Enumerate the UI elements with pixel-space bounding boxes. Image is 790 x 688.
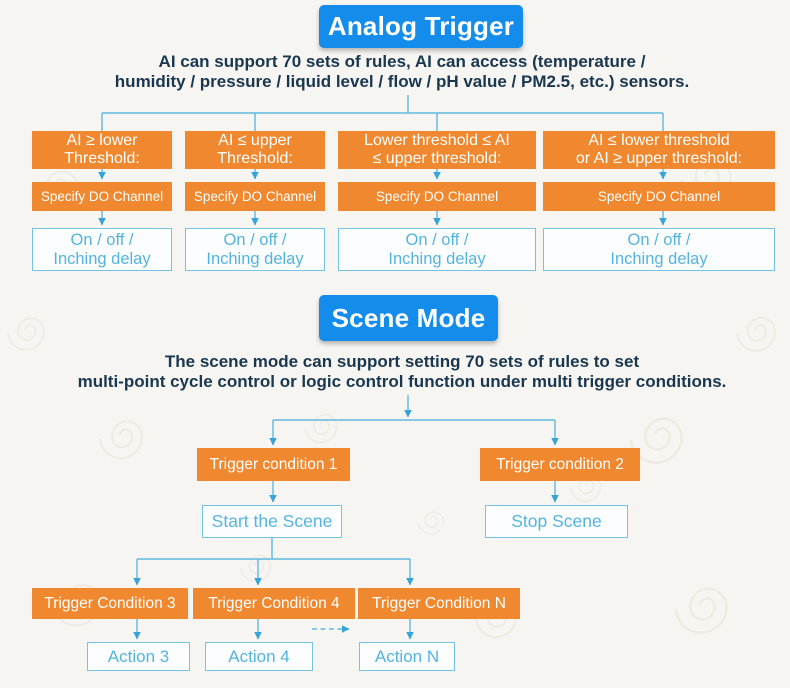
condition-1-line2: Threshold: [64,150,140,167]
trigger-condition-1-box: Trigger condition 1 [197,448,350,481]
result-2-line1: On / off / [223,230,287,249]
trigger-condition-2-box: Trigger condition 2 [480,448,640,481]
condition-3-line1: Lower threshold ≤ AI [364,132,510,149]
action-3-box: Action 3 [87,642,190,671]
condition-3-line2: ≤ upper threshold: [372,150,502,167]
analog-description-line1: AI can support 70 sets of rules, AI can … [158,52,646,71]
scene-description-line1: The scene mode can support setting 70 se… [164,352,640,371]
analog-trigger-title-button: Analog Trigger [319,5,523,48]
action-n-box: Action N [359,642,455,671]
do-channel-box-4: Specify DO Channel [543,182,775,211]
scene-mode-title-button: Scene Mode [319,295,498,341]
condition-4-line2: or AI ≥ upper threshold: [575,150,743,167]
condition-2-line2: Threshold: [217,150,293,167]
start-scene-box: Start the Scene [202,505,342,538]
result-3-line2: Inching delay [388,249,486,268]
scene-description-line2: multi-point cycle control or logic contr… [77,372,727,391]
condition-2-line1: AI ≤ upper [218,132,292,149]
condition-box-4: AI ≤ lower threshold or AI ≥ upper thres… [543,131,775,169]
trigger-condition-n-box: Trigger Condition N [358,588,520,619]
trigger-condition-4-box: Trigger Condition 4 [193,588,355,619]
trigger-condition-3-box: Trigger Condition 3 [32,588,188,619]
result-box-1: On / off / Inching delay [32,228,172,271]
condition-box-1: AI ≥ lower Threshold: [32,131,172,169]
do-channel-box-3: Specify DO Channel [338,182,536,211]
result-box-3: On / off / Inching delay [338,228,536,271]
result-4-line1: On / off / [627,230,691,249]
condition-1-line1: AI ≥ lower [66,132,138,149]
condition-box-3: Lower threshold ≤ AI ≤ upper threshold: [338,131,536,169]
result-3-line1: On / off / [405,230,469,249]
do-channel-box-1: Specify DO Channel [32,182,172,211]
condition-4-line1: AI ≤ lower threshold [588,132,730,149]
stop-scene-box: Stop Scene [485,505,628,538]
action-4-box: Action 4 [205,642,313,671]
result-box-2: On / off / Inching delay [185,228,325,271]
analog-description-line2: humidity / pressure / liquid level / flo… [114,72,690,91]
result-2-line2: Inching delay [206,249,304,268]
result-1-line1: On / off / [70,230,134,249]
scene-description: The scene mode can support setting 70 se… [0,352,790,392]
result-4-line2: Inching delay [610,249,708,268]
result-box-4: On / off / Inching delay [543,228,775,271]
do-channel-box-2: Specify DO Channel [185,182,325,211]
connector-lines [98,95,667,640]
analog-description: AI can support 70 sets of rules, AI can … [0,52,790,92]
result-1-line2: Inching delay [53,249,151,268]
condition-box-2: AI ≤ upper Threshold: [185,131,325,169]
